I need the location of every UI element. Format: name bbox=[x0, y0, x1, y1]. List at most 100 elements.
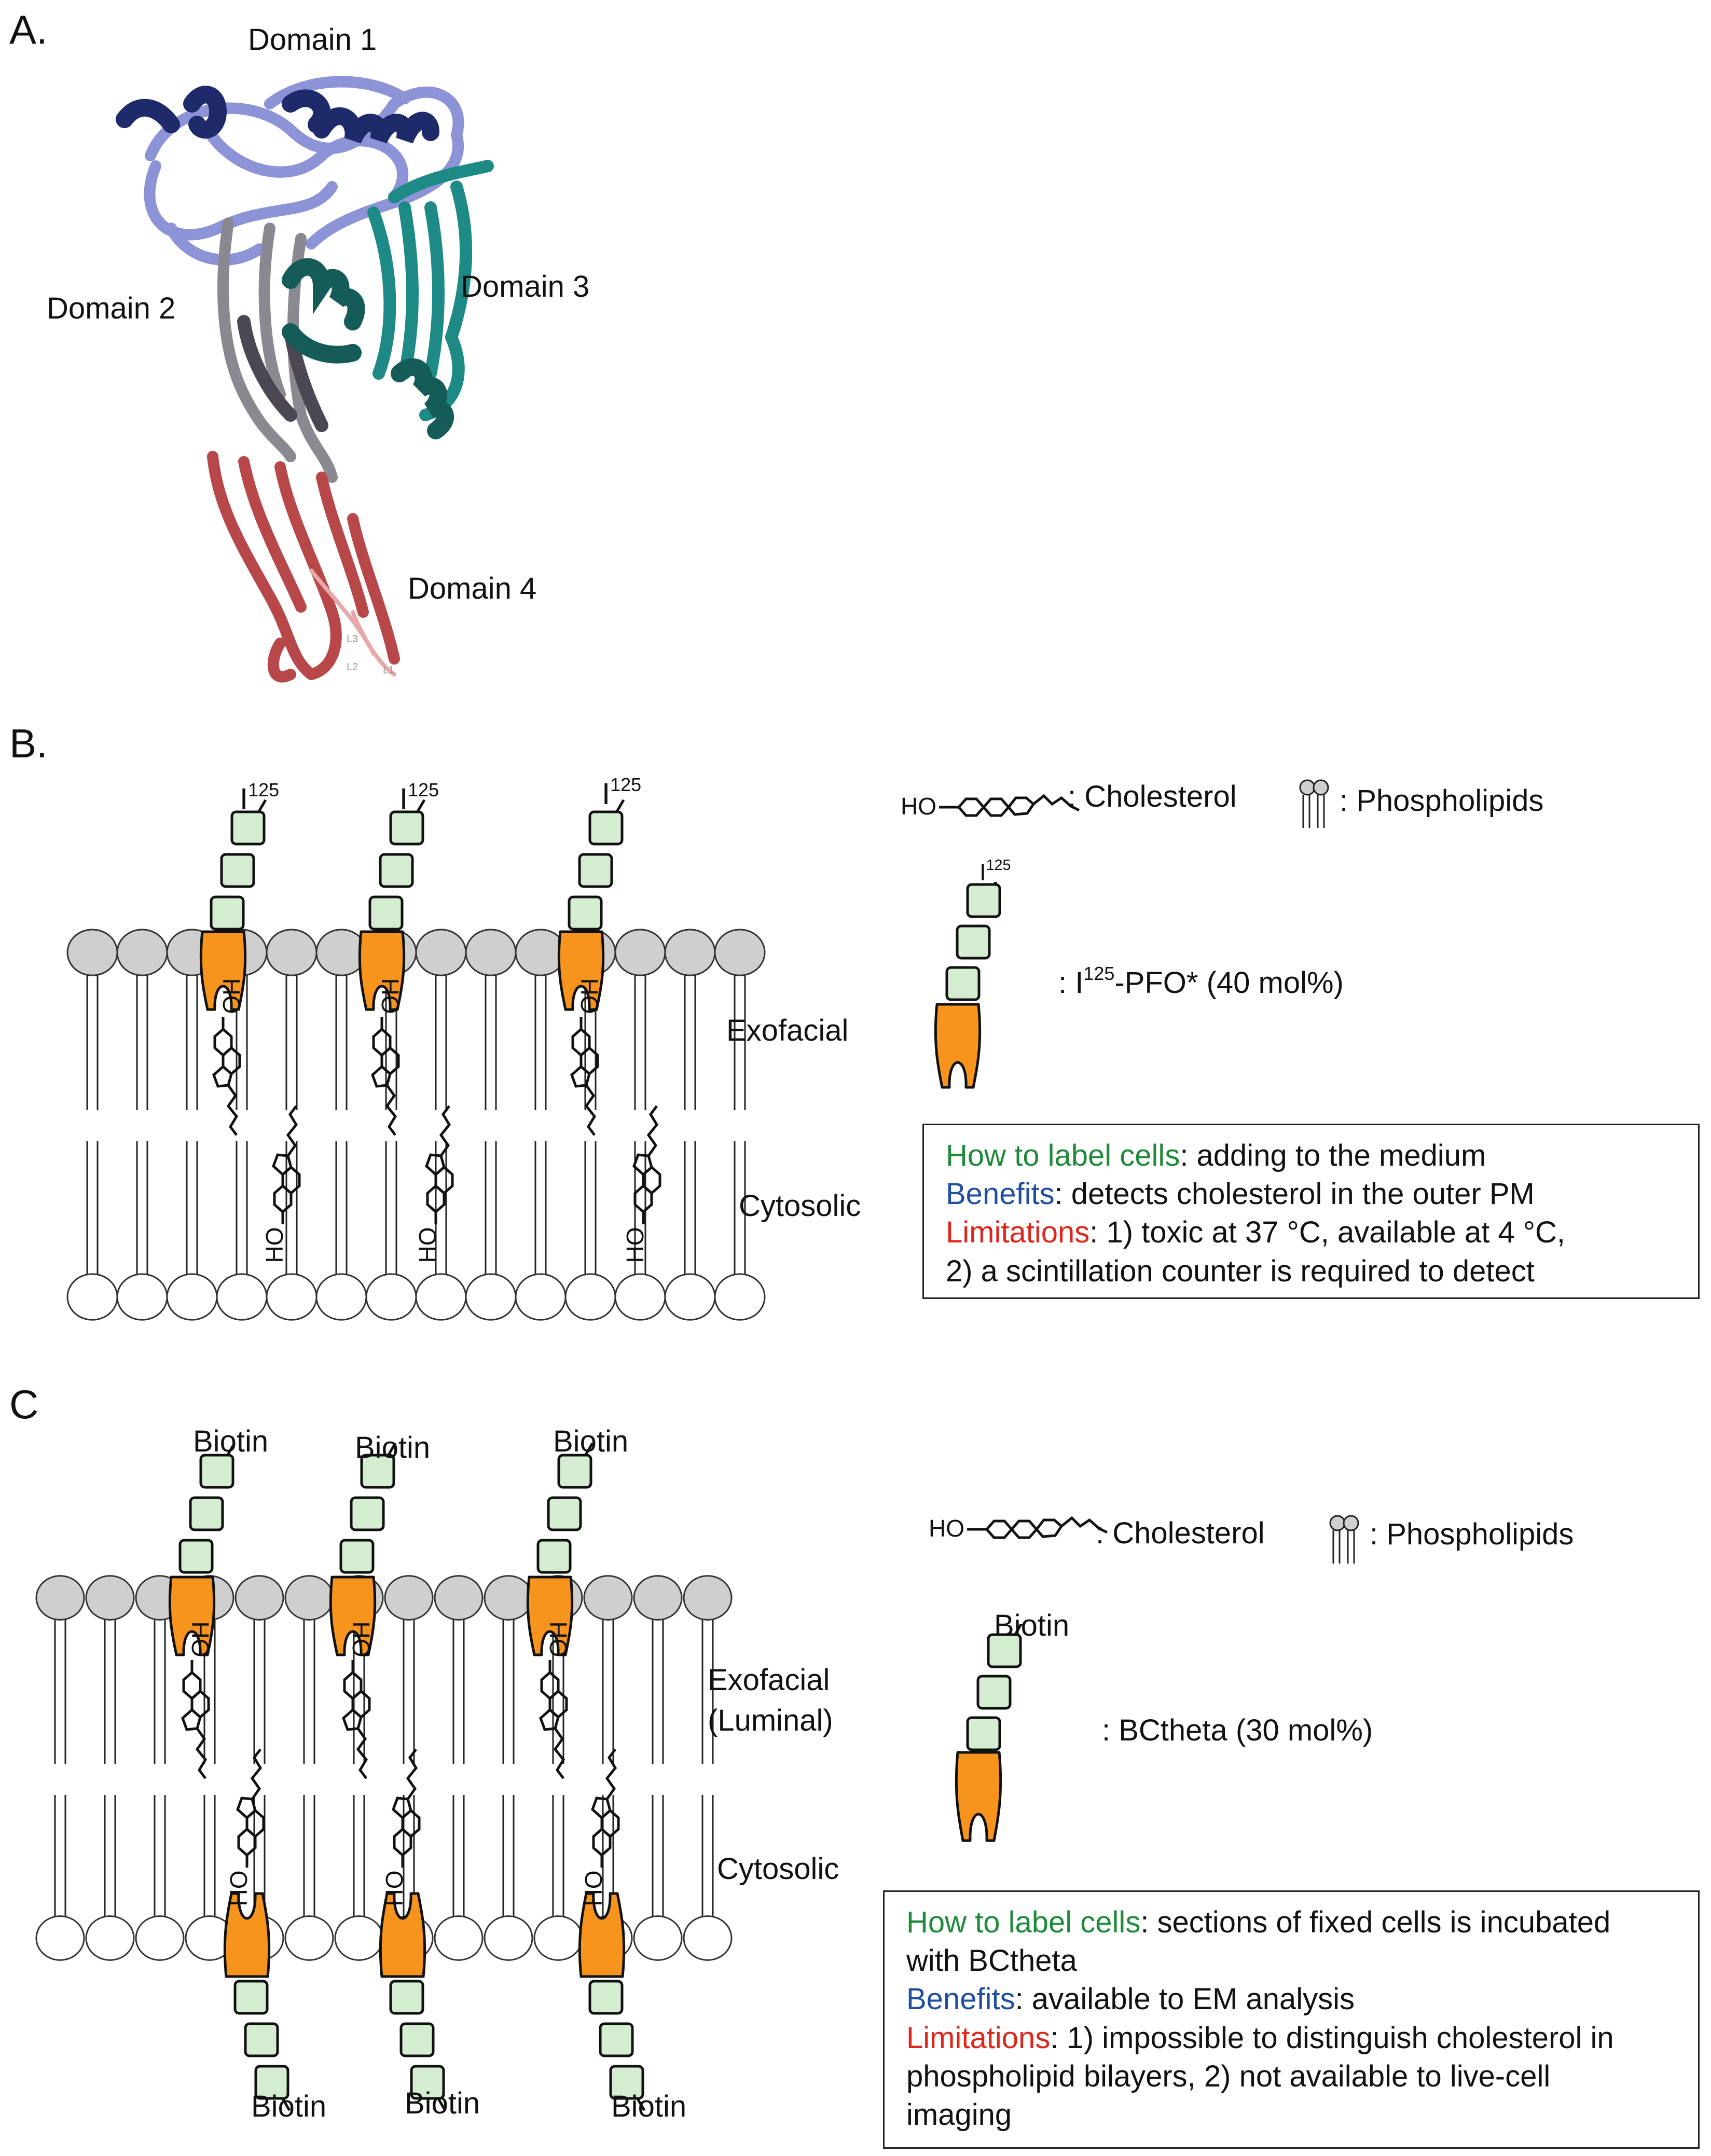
loop-l1-label: L1 bbox=[383, 665, 395, 676]
domain4-ribbon bbox=[207, 451, 400, 683]
c-outer-probe-3-body bbox=[526, 1575, 574, 1656]
c-outer-cholesterol-3: HO bbox=[539, 1622, 572, 1779]
loop-l3-label: L3 bbox=[347, 633, 358, 645]
phospholipid-icon bbox=[1329, 1515, 1359, 1564]
svg-text:HO: HO bbox=[580, 1871, 607, 1906]
c-inner-probe-3-body bbox=[578, 1892, 626, 1978]
c-cytosolic-label: Cytosolic bbox=[717, 1852, 839, 1886]
c-outer-cholesterol-2: HO bbox=[342, 1622, 375, 1779]
svg-text:HO: HO bbox=[545, 1622, 572, 1657]
lipid-headgroup bbox=[384, 1575, 434, 1621]
c-info-how-2: with BCtheta bbox=[906, 1944, 1077, 1978]
b-outer-cholesterol-3: HO bbox=[570, 978, 603, 1136]
lipid-headgroup bbox=[365, 1273, 417, 1321]
b-probe-2-tag: I125 bbox=[399, 779, 439, 817]
phospholipid-icon bbox=[1299, 779, 1329, 828]
svg-text:HO: HO bbox=[576, 978, 603, 1014]
probe-segment bbox=[339, 1539, 375, 1574]
svg-text:HO: HO bbox=[187, 1622, 214, 1657]
probe-segment bbox=[230, 810, 266, 846]
probe-segment bbox=[220, 853, 255, 888]
c-legend-phospholipids: : Phospholipids bbox=[1370, 1517, 1574, 1551]
b-inner-cholesterol-1: HO bbox=[261, 1105, 301, 1263]
c-outer-probe-2-segments bbox=[339, 1442, 397, 1574]
b-probe-3-segments bbox=[568, 799, 625, 931]
svg-text:HO: HO bbox=[261, 1227, 288, 1263]
lipid-headgroup bbox=[465, 929, 517, 976]
probe-icon bbox=[934, 882, 1001, 1089]
probe-segment bbox=[609, 2065, 644, 2100]
domain1-ribbon bbox=[144, 76, 464, 266]
probe-segment bbox=[244, 2022, 279, 2057]
b-outer-cholesterol-2: HO bbox=[371, 978, 404, 1136]
svg-text:HO: HO bbox=[901, 793, 936, 820]
c-bottom-tag-3: Biotin bbox=[611, 2090, 687, 2123]
lipid-headgroup bbox=[465, 1273, 517, 1321]
probe-segment bbox=[399, 2022, 435, 2057]
probe-segment bbox=[976, 1675, 1012, 1710]
domain-2-label: Domain 2 bbox=[47, 292, 176, 325]
lipid-headgroup bbox=[664, 1273, 716, 1321]
b-probe-2-body bbox=[358, 930, 406, 1011]
probe-segment bbox=[360, 1454, 395, 1489]
c-info-limitations-3: imaging bbox=[906, 2098, 1012, 2132]
c-info-box: How to label cells: sections of fixed ce… bbox=[883, 1890, 1700, 2149]
lipid-headgroup bbox=[533, 1915, 583, 1961]
lipid-headgroup bbox=[234, 1575, 284, 1621]
c-outer-probe-2-body bbox=[329, 1575, 377, 1656]
lipid-headgroup bbox=[135, 1915, 185, 1961]
lipid-headgroup bbox=[714, 1273, 766, 1321]
probe-segment bbox=[410, 2065, 445, 2100]
c-top-tag-1: Biotin bbox=[193, 1425, 269, 1458]
probe-segment bbox=[389, 810, 424, 846]
lipid-headgroup bbox=[216, 1273, 268, 1321]
c-inner-cholesterol-1: HO bbox=[225, 1748, 265, 1906]
lipid-headgroup bbox=[284, 1575, 334, 1621]
lipid-headgroup bbox=[434, 1575, 484, 1621]
lipid-headgroup bbox=[484, 1575, 533, 1621]
c-outer-probe-3-segments bbox=[536, 1442, 594, 1574]
probe-segment bbox=[536, 1539, 572, 1574]
c-legend-cholesterol: : Cholesterol bbox=[1096, 1516, 1265, 1550]
b-inner-tails bbox=[86, 1141, 746, 1287]
c-legend-probe: : BCtheta (30 mol%) bbox=[1102, 1713, 1373, 1747]
lipid-headgroup bbox=[35, 1915, 85, 1961]
c-legend-probe-body bbox=[955, 1751, 1002, 1842]
lipid-headgroup bbox=[614, 1273, 666, 1321]
b-probe-2-segments bbox=[368, 799, 426, 931]
lipid-headgroup bbox=[484, 1915, 533, 1961]
c-inner-probe-2-body bbox=[379, 1892, 426, 1978]
b-inner-cholesterol-2: HO bbox=[414, 1105, 454, 1263]
b-info-how: How to label cells: adding to the medium bbox=[946, 1139, 1486, 1172]
lipid-headgroup bbox=[116, 1273, 168, 1321]
b-inner-headgroups bbox=[66, 1273, 766, 1321]
c-top-tag-3: Biotin bbox=[553, 1425, 629, 1458]
lipid-headgroup bbox=[583, 1575, 633, 1621]
b-cytosolic-label: Cytosolic bbox=[739, 1189, 861, 1223]
probe-segment bbox=[966, 1716, 1001, 1751]
domain1-helix bbox=[116, 86, 439, 144]
c-inner-probe-1-body bbox=[223, 1892, 271, 1978]
lipid-headgroup bbox=[35, 1575, 85, 1621]
probe-segment bbox=[547, 1496, 582, 1531]
b-legend-probe-segments bbox=[945, 882, 1001, 1001]
b-outer-tails bbox=[86, 955, 746, 1110]
b-info-limitations: Limitations: 1) toxic at 37 °C, availabl… bbox=[946, 1215, 1566, 1250]
lipid-headgroup bbox=[334, 1915, 384, 1961]
b-exofacial-label: Exofacial bbox=[726, 1014, 849, 1047]
c-exofacial-label: Exofacial bbox=[708, 1663, 830, 1697]
probe-segment bbox=[178, 1539, 214, 1574]
c-bottom-tag-2: Biotin bbox=[405, 2086, 480, 2120]
c-inner-probe-2-segments bbox=[389, 1980, 447, 2111]
b-outer-headgroups bbox=[66, 929, 766, 976]
c-outer-probe-1-segments bbox=[178, 1442, 236, 1574]
c-inner-probe-3-segments bbox=[588, 1980, 646, 2111]
b-probe-1-segments bbox=[210, 799, 267, 931]
lipid-headgroup bbox=[284, 1915, 334, 1961]
c-inner-tails bbox=[54, 1795, 714, 1930]
c-top-tag-2: Biotin bbox=[355, 1431, 431, 1464]
probe-segment bbox=[956, 924, 991, 960]
svg-text:HO: HO bbox=[225, 1871, 252, 1906]
